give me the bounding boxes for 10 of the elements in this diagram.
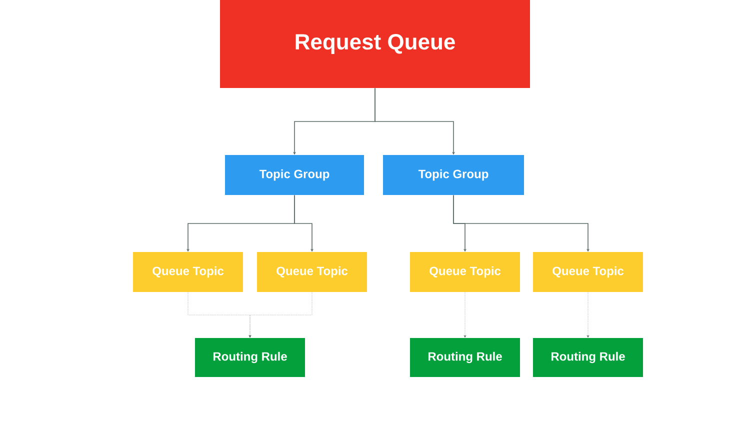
topic-box: Queue Topic [533, 252, 643, 292]
connector-arrow [586, 292, 590, 338]
group-box: Topic Group [225, 155, 364, 195]
group-box: Topic Group [383, 155, 524, 195]
queue-box: Request Queue [220, 0, 530, 88]
connector-arrow [464, 292, 466, 338]
connector-arrow [248, 292, 312, 338]
topic-box: Queue Topic [410, 252, 520, 292]
topic-box: Queue Topic [133, 252, 243, 292]
topic-box: Queue Topic [257, 252, 367, 292]
